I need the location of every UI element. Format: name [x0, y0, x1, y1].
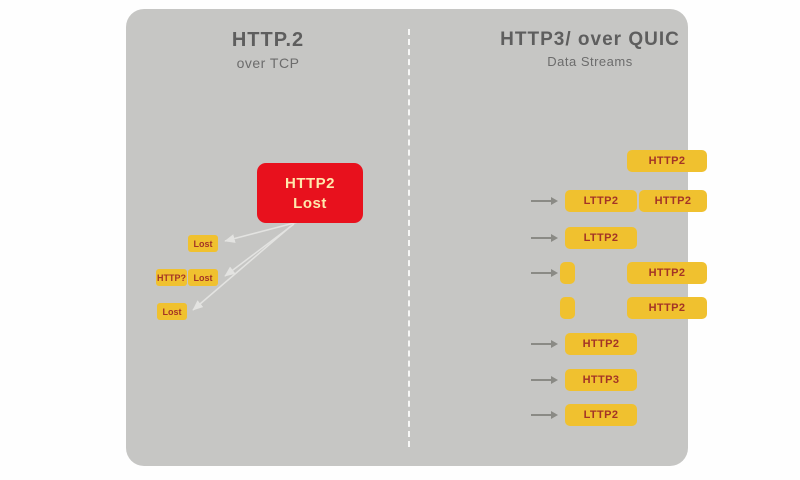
stream-box: LTTP2	[565, 227, 637, 249]
http-packet-chip: HTTP?	[156, 269, 187, 286]
stream-box: HTTP2	[565, 333, 637, 355]
stream-arrow-icon	[531, 411, 558, 419]
http2-lost-line2: Lost	[293, 194, 327, 212]
stream-arrow-icon	[531, 234, 558, 242]
comparison-panel: HTTP.2 over TCP HTTP3/ over QUIC Data St…	[126, 9, 707, 466]
stream-arrow-icon	[531, 269, 558, 277]
left-title: HTTP.2	[231, 29, 305, 51]
stream-box: HTTP2	[627, 297, 707, 319]
stream-box-small	[560, 262, 575, 284]
http2-lost-box: HTTP2 Lost	[257, 163, 363, 223]
stream-arrow-icon	[531, 197, 558, 205]
stream-arrow-icon	[531, 340, 558, 348]
lost-packet-chip: Lost	[157, 303, 187, 320]
stream-box: HTTP2	[627, 150, 707, 172]
lost-packet-chip: Lost	[188, 269, 218, 286]
right-column-header: HTTP3/ over QUIC Data Streams	[456, 29, 724, 69]
right-title: HTTP3/ over QUIC	[500, 29, 680, 50]
stream-box: HTTP2	[627, 262, 707, 284]
stream-arrow-icon	[531, 376, 558, 384]
left-column-header: HTTP.2 over TCP	[153, 29, 383, 71]
stream-box: HTTP3	[565, 369, 637, 391]
stream-box: LTTP2	[565, 190, 637, 212]
http2-lost-line1: HTTP2	[284, 174, 335, 192]
left-subtitle: over TCP	[236, 55, 300, 71]
stream-box: HTTP2	[639, 190, 707, 212]
right-subtitle: Data Streams	[547, 54, 633, 69]
stream-box: LTTP2	[565, 404, 637, 426]
stream-box-small	[560, 297, 575, 319]
lost-packet-arrows	[192, 221, 299, 311]
lost-packet-chip: Lost	[188, 235, 218, 252]
column-divider	[408, 29, 410, 447]
